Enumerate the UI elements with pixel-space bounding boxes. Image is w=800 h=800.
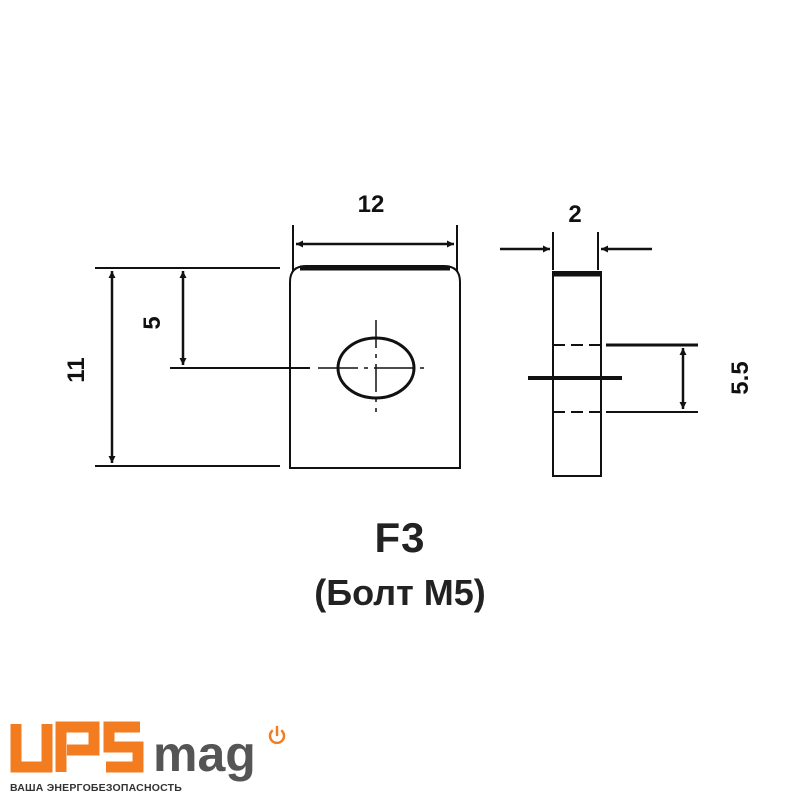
dimension-width [292, 225, 458, 272]
dimension-thickness-label: 2 [568, 201, 581, 228]
dimension-hole-offset-label: 5 [139, 316, 166, 329]
terminal-bolt-subtitle: (Болт M5) [314, 572, 486, 613]
dimension-hole-offset [170, 271, 310, 369]
side-view [528, 271, 622, 477]
logo-ups-lettering [10, 721, 144, 773]
dimension-height-label: 11 [63, 357, 90, 382]
dimension-hole-diameter [606, 343, 698, 413]
side-outline [552, 271, 602, 477]
front-view [289, 265, 461, 469]
terminal-type-title: F3 [374, 514, 426, 561]
plate-outline [289, 265, 461, 469]
dimension-thickness [500, 232, 652, 270]
dimension-height [95, 267, 280, 467]
dimension-hole-diameter-label: 5.5 [727, 361, 754, 394]
logo-mag-text: mag [153, 726, 256, 782]
logo-tagline: ВАША ЭНЕРГОБЕЗОПАСНОСТЬ [10, 782, 182, 794]
dimension-width-label: 12 [358, 191, 385, 218]
upsmag-logo: mag ВАША ЭНЕРГОБЕЗОПАСНОСТЬ [10, 720, 310, 800]
power-icon [268, 725, 286, 745]
